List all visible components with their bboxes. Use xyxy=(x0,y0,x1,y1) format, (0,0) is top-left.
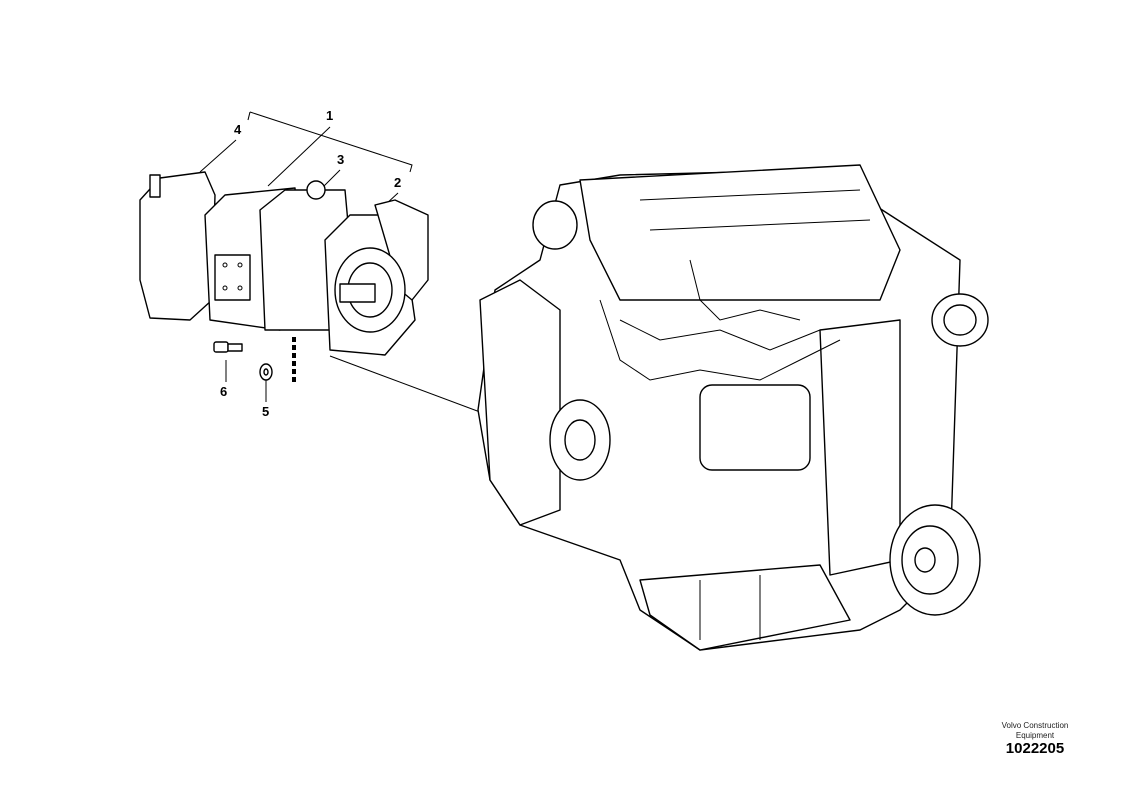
screw xyxy=(213,341,243,353)
callout-leaders xyxy=(199,111,481,413)
washer xyxy=(259,363,273,381)
callout-4: 4 xyxy=(234,122,242,137)
callout-6: 6 xyxy=(220,384,228,399)
callout-3: 3 xyxy=(337,152,345,167)
callout-1: 1 xyxy=(326,108,334,123)
callout-5: 5 xyxy=(262,404,270,419)
brand-label: Volvo Construction Equipment xyxy=(1001,721,1069,740)
engine xyxy=(477,164,989,651)
illustration-number: 1022205 xyxy=(1005,740,1065,757)
hydraulic-pump-assembly xyxy=(139,171,429,356)
callout-2: 2 xyxy=(394,175,402,190)
